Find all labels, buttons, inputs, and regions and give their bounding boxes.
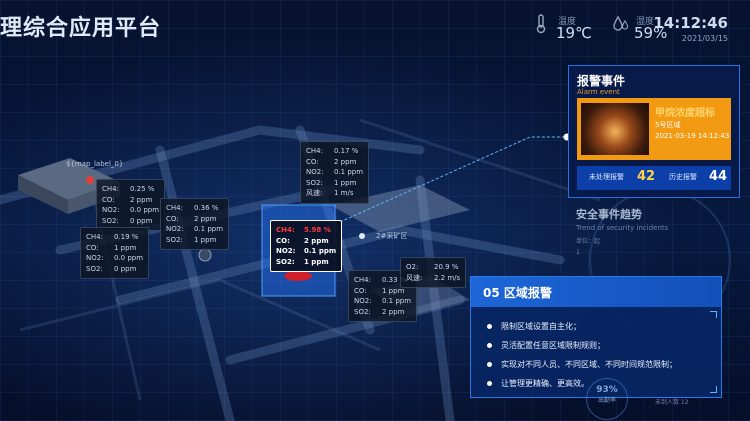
humidity-icon [613,15,629,31]
alarm-event-name: 甲烷浓度超标 [655,108,715,119]
alarm-event-title: 报警事件 [577,74,626,88]
map-label: ${map_label_0} [66,160,124,168]
list-item: 实现对不同人员、不同区域、不同时间规范限制； [487,355,677,374]
unhandled-alarm-label: 未处理报警 [589,173,624,181]
map-road [155,145,235,421]
sensor-panel[interactable]: CH4:0.25 % CO:2 ppm NO2:0.0 ppm SO2:0 pp… [96,179,166,231]
history-alarm-count[interactable]: 44 [709,169,728,184]
list-item: 限制区域设置自主化； [487,317,677,336]
clock-time: 14:12:46 [653,14,728,32]
temperature-label: 温度 [558,17,577,27]
unarrived-count: 未到人数 12 [655,399,689,406]
trend-title: 安全事件趋势 [576,208,642,221]
clock: 14:12:46 2021/03/15 [653,14,728,43]
temperature-value: 19℃ [556,24,592,42]
clock-date: 2021/03/15 [681,34,728,43]
camera-snapshot[interactable] [581,103,649,155]
alarm-event-card[interactable]: 甲烷浓度超标 5号区域 2021-03-19 14:12:43 [577,98,731,160]
region-alarm-header: 05 区域报警 [471,277,721,307]
temperature-widget: 温度 19℃ [534,14,592,42]
alarm-stats: 未处理报警 42 历史报警 44 [577,166,731,190]
location-marker [86,176,94,184]
page-title: 理综合应用平台 [0,16,162,41]
region-alarm-panel: 05 区域报警 限制区域设置自主化； 灵活配置任意区域限制规则； 实现对不同人员… [470,276,722,398]
list-item: 灵活配置任意区域限制规则； [487,336,677,355]
humidity-value: 59% [634,24,668,42]
sensor-panel[interactable]: CH4:0.36 % CO:2 ppm NO2:0.1 ppm SO2:1 pp… [160,198,230,250]
connector-line [339,136,567,223]
location-marker [198,248,212,262]
alarm-event-panel[interactable]: 报警事件 Alarm event 甲烷浓度超标 5号区域 2021-03-19 … [568,65,740,198]
attendance-percent: 93% [596,385,618,395]
location-marker [359,233,365,239]
security-trend-panel: 安全事件趋势 Trend of security incidents 单位：起 … [576,206,668,256]
map-label: 2#采矿区 [376,232,408,240]
frame-corner [710,311,717,318]
attendance-rate-gauge: 93% 出勤率 [586,378,628,420]
region-alarm-feature-list: 限制区域设置自主化； 灵活配置任意区域限制规则； 实现对不同人员、不同区域、不同… [487,317,677,393]
map-road [225,295,465,365]
alarm-event-zone: 5号区域 [655,121,681,129]
history-alarm-label: 历史报警 [669,173,697,181]
trend-axis-tick: 1 [576,249,580,256]
alarm-event-subtitle: Alarm event [577,88,620,96]
sensor-panel[interactable]: CH4:0.19 % CO:1 ppm NO2:0.0 ppm SO2:0 pp… [80,227,150,279]
frame-corner [710,386,717,393]
region-alarm-title: 05 区域报警 [483,286,552,300]
map-building [330,185,470,232]
map-path [359,118,601,202]
map-road [415,175,455,421]
trend-subtitle: Trend of security incidents [576,224,669,232]
unhandled-alarm-count[interactable]: 42 [637,169,656,184]
trend-unit: 单位：起 [576,238,601,245]
attendance-label: 出勤率 [597,397,616,404]
map-path [19,278,381,352]
humidity-widget: 湿度 59% [612,14,667,42]
humidity-label: 湿度 [636,17,655,27]
map-road [115,225,565,305]
sensor-panel[interactable]: O2:20.9 % 风速:2.2 m/s [400,257,467,288]
sensor-panel-alarm[interactable]: CH4:5.98 % CO:2 ppm NO2:0.1 ppm SO2:1 pp… [270,220,343,272]
list-item: 让管理更精确、更高效。 [487,374,677,393]
sensor-panel[interactable]: CH4:0.17 % CO:2 ppm NO2:0.1 ppm SO2:1 pp… [300,141,370,204]
alarm-event-datetime: 2021-03-19 14:12:43 [655,132,730,140]
thermometer-icon [536,14,546,34]
